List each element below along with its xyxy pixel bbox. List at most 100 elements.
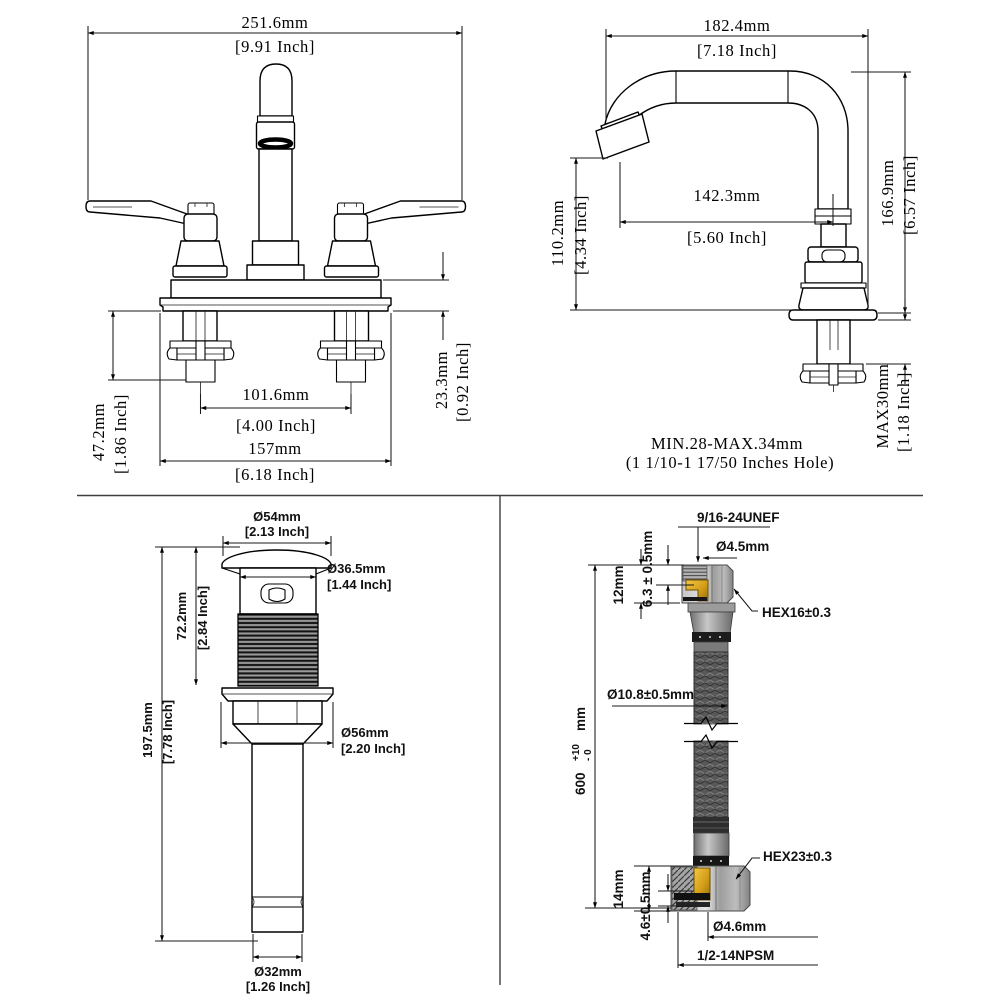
- bottom-nut-height-label: 14mm: [611, 869, 626, 908]
- dim-bottom-seat: 4.6±0.5mm: [638, 872, 692, 941]
- dim-total-length-mm: 197.5mm: [140, 702, 155, 758]
- top-nut-thread-cutaway: [682, 565, 708, 582]
- dim-upper-length-in: [2.84 Inch]: [195, 586, 210, 650]
- dim-base-width-in: [6.18 Inch]: [235, 465, 315, 484]
- dim-overall-height: 166.9mm [6.57 Inch]: [851, 71, 919, 314]
- spout-base-step: [251, 240, 300, 266]
- hose-length-value: 600: [573, 772, 588, 795]
- dim-bottom-nut-height: 14mm: [611, 865, 692, 912]
- bottom-seat-label: 4.6±0.5mm: [638, 872, 653, 941]
- dim-under-deck-mm: 47.2mm: [89, 403, 108, 461]
- cartridge-neck: [820, 223, 847, 248]
- bottom-bore-label: Ø4.6mm: [713, 919, 766, 934]
- dim-body-height-mm: 23.3mm: [432, 351, 451, 409]
- dim-spout-reach-mm: 142.3mm: [694, 186, 761, 205]
- hole-size-note: MIN.28-MAX.34mm (1 1/10-1 17/50 Inches H…: [626, 434, 834, 472]
- dim-overall-width: 251.6mm [9.91 Inch]: [87, 13, 463, 200]
- section-dividers: [77, 494, 923, 985]
- dim-upper-length-mm: 72.2mm: [174, 592, 189, 640]
- dim-body-dia-in: [1.44 Inch]: [327, 577, 391, 592]
- handle-and-shank: [85, 200, 235, 408]
- dim-depth-mm: 182.4mm: [704, 16, 771, 35]
- side-view: 182.4mm [7.18 Inch] 166.9mm [6.57 Inch] …: [548, 16, 919, 472]
- top-bore-label: Ø4.5mm: [716, 539, 769, 554]
- dim-body-dia-mm: Ø36.5mm: [327, 561, 386, 576]
- dim-under-deck-height: 47.2mm [1.86 Inch]: [89, 310, 186, 474]
- dim-spout-height-mm: 110.2mm: [548, 200, 567, 266]
- dim-nut-dia-mm: Ø56mm: [341, 725, 389, 740]
- top-collar-band: [692, 632, 731, 642]
- hose-drawing: [670, 564, 751, 912]
- top-thread-label: 9/16-24UNEF: [697, 510, 780, 525]
- hole-note-line1: MIN.28-MAX.34mm: [651, 434, 803, 453]
- dim-body-height-in: [0.92 Inch]: [453, 342, 472, 422]
- drain-cap: [221, 549, 332, 569]
- dim-handle-centers-in: [4.00 Inch]: [236, 416, 316, 435]
- top-nut-height-label: 12mm: [611, 565, 626, 604]
- dim-handle-centers-mm: 101.6mm: [243, 385, 310, 404]
- dim-cap-dia-mm: Ø54mm: [253, 509, 301, 524]
- bottom-hex-label: HEX23±0.3: [763, 849, 832, 864]
- hole-note-line2: (1 1/10-1 17/50 Inches Hole): [626, 453, 834, 472]
- break-gap: [683, 724, 739, 741]
- break-line-top: [684, 715, 738, 732]
- bottom-thread-label: 1/2-14NPSM: [697, 948, 774, 963]
- callout-top-hex: HEX16±0.3: [733, 588, 831, 620]
- aerator-cup: [595, 113, 650, 160]
- spout-ring: [256, 115, 295, 123]
- dim-spout-reach-in: [5.60 Inch]: [687, 228, 767, 247]
- drain-threads: [237, 613, 319, 687]
- handle-cap-body: [804, 261, 863, 284]
- callout-bottom-thread: 1/2-14NPSM: [677, 912, 818, 968]
- dim-hose-length: 600 +10 - 0 mm: [571, 564, 671, 909]
- escutcheon: [798, 287, 869, 311]
- top-seat-label: 6.3 ± 0.5mm: [640, 531, 655, 607]
- faucet-front-drawing: [85, 63, 467, 409]
- callout-top-bore: Ø4.5mm: [702, 539, 769, 560]
- dim-body-diameter: Ø36.5mm [1.44 Inch]: [239, 561, 391, 592]
- hose-length-label: 600 +10 - 0 mm: [571, 707, 594, 795]
- drain-taper: [232, 723, 323, 745]
- dim-spout-height-in: [4.34 Inch]: [571, 195, 590, 275]
- dim-upper-length: 72.2mm [2.84 Inch]: [174, 546, 210, 686]
- dim-cap-dia-in: [2.13 Inch]: [245, 524, 309, 539]
- faucet-side-drawing: [595, 70, 878, 392]
- drain-drawing: [221, 549, 334, 933]
- dim-tail-dia-mm: Ø32mm: [254, 964, 302, 979]
- dim-nut-diameter: Ø56mm [2.20 Inch]: [220, 702, 405, 756]
- dim-tail-dia-in: [1.26 Inch]: [246, 979, 310, 994]
- bottom-ferrule: [693, 817, 729, 833]
- hose-view: 9/16-24UNEF Ø4.5mm 12mm 6.3 ± 0.5mm HEX1…: [571, 510, 832, 968]
- hose-length-unit: mm: [573, 707, 588, 731]
- spout-column: [258, 148, 293, 242]
- break-line-bottom: [684, 733, 738, 750]
- dim-nut-dia-in: [2.20 Inch]: [341, 741, 405, 756]
- spout-base-plinth: [246, 264, 305, 281]
- dim-overall-width-in: [9.91 Inch]: [235, 37, 315, 56]
- dim-top-seat: 6.3 ± 0.5mm: [640, 531, 694, 607]
- dim-body-height: 23.3mm [0.92 Inch]: [383, 252, 472, 422]
- dim-base-width: 157mm [6.18 Inch]: [159, 313, 392, 484]
- drain-tailpipe: [251, 743, 304, 933]
- drain-view: Ø54mm [2.13 Inch] Ø36.5mm [1.44 Inch] 72…: [140, 509, 405, 994]
- dim-spout-reach: 142.3mm [5.60 Inch]: [619, 162, 834, 247]
- dim-max-deck-mm: MAX30mm: [873, 364, 892, 449]
- drain-nut: [232, 700, 323, 725]
- dim-total-length: 197.5mm [7.78 Inch]: [140, 546, 258, 942]
- dim-total-length-in: [7.78 Inch]: [160, 700, 175, 764]
- dim-overall-depth: 182.4mm [7.18 Inch]: [605, 16, 869, 308]
- hose-diameter-label: Ø10.8±0.5mm: [607, 687, 694, 702]
- dim-handle-centers: 101.6mm [4.00 Inch]: [199, 385, 352, 435]
- mounting-shank: [816, 319, 851, 365]
- spout-dome: [259, 63, 293, 117]
- hose-length-tol-plus: +10: [571, 744, 582, 761]
- dim-hose-diameter: Ø10.8±0.5mm: [607, 687, 728, 708]
- dim-max-deck: MAX30mm [1.18 Inch]: [866, 298, 913, 452]
- dim-depth-in: [7.18 Inch]: [697, 41, 777, 60]
- dim-height-in: [6.57 Inch]: [900, 155, 919, 235]
- callout-bottom-bore: Ø4.6mm: [707, 912, 818, 941]
- dim-tail-diameter: Ø32mm [1.26 Inch]: [246, 934, 310, 994]
- deck-flange: [788, 309, 878, 321]
